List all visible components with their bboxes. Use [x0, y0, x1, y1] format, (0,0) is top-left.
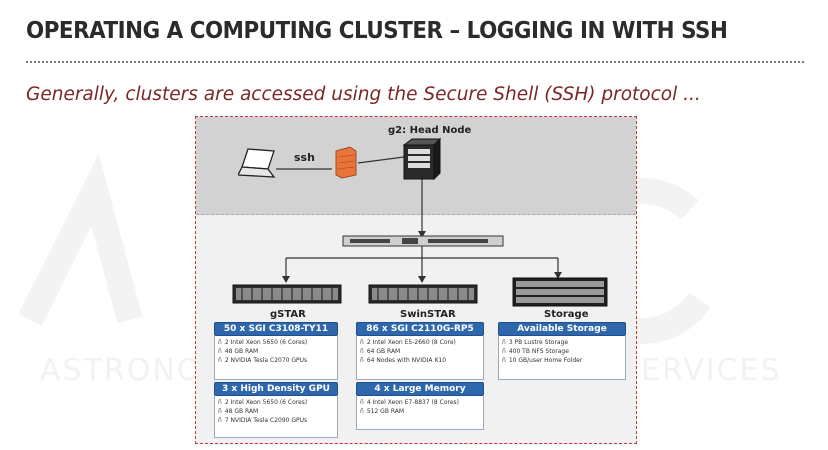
slide-subtitle: Generally, clusters are accessed using t… — [26, 84, 701, 105]
large-memory-header: 4 x Large Memory — [356, 382, 484, 396]
bullet-icon: ñ — [502, 348, 506, 355]
firewall-icon — [335, 146, 357, 179]
gstar-box-header: 50 x SGI C3108-TY11 — [214, 322, 338, 336]
slide-title: OPERATING A COMPUTING CLUSTER – LOGGING … — [26, 18, 728, 44]
svg-text:SERVICES: SERVICES — [620, 353, 782, 388]
bullet-icon: ñ — [218, 339, 222, 346]
head-node-server-icon — [402, 137, 442, 181]
bullet-icon: ñ — [360, 357, 364, 364]
svg-text:ASTRONO: ASTRONO — [40, 353, 202, 388]
storage-label: Storage — [544, 309, 589, 320]
connection-lines — [276, 156, 562, 283]
swinstar-label: SwinSTAR — [400, 309, 456, 320]
bullet-icon: ñ — [218, 399, 222, 406]
bullet-icon: ñ — [218, 417, 222, 424]
swinstar-server-icon — [368, 284, 478, 304]
storage-array-icon — [512, 277, 608, 307]
gstar-label: gSTAR — [270, 309, 306, 320]
gstar-server-icon — [232, 284, 342, 304]
title-divider — [26, 61, 804, 63]
bullet-icon: ñ — [360, 408, 364, 415]
ssh-label: ssh — [294, 151, 315, 164]
head-node-label: g2: Head Node — [388, 125, 472, 136]
laptop-icon — [238, 148, 276, 178]
cluster-diagram: ssh g2: Head Node gSTAR SwinSTAR Stora — [195, 116, 637, 444]
bullet-icon: ñ — [218, 357, 222, 364]
bullet-icon: ñ — [360, 399, 364, 406]
bullet-icon: ñ — [502, 357, 506, 364]
bullet-icon: ñ — [218, 408, 222, 415]
bullet-icon: ñ — [218, 348, 222, 355]
swinstar-box-header: 86 x SGI C2110G-RP5 — [356, 322, 484, 336]
high-density-gpu-header: 3 x High Density GPU — [214, 382, 338, 396]
bullet-icon: ñ — [502, 339, 506, 346]
bullet-icon: ñ — [360, 348, 364, 355]
bullet-icon: ñ — [360, 339, 364, 346]
storage-box-header: Available Storage — [498, 322, 626, 336]
network-switch-icon — [342, 235, 504, 247]
